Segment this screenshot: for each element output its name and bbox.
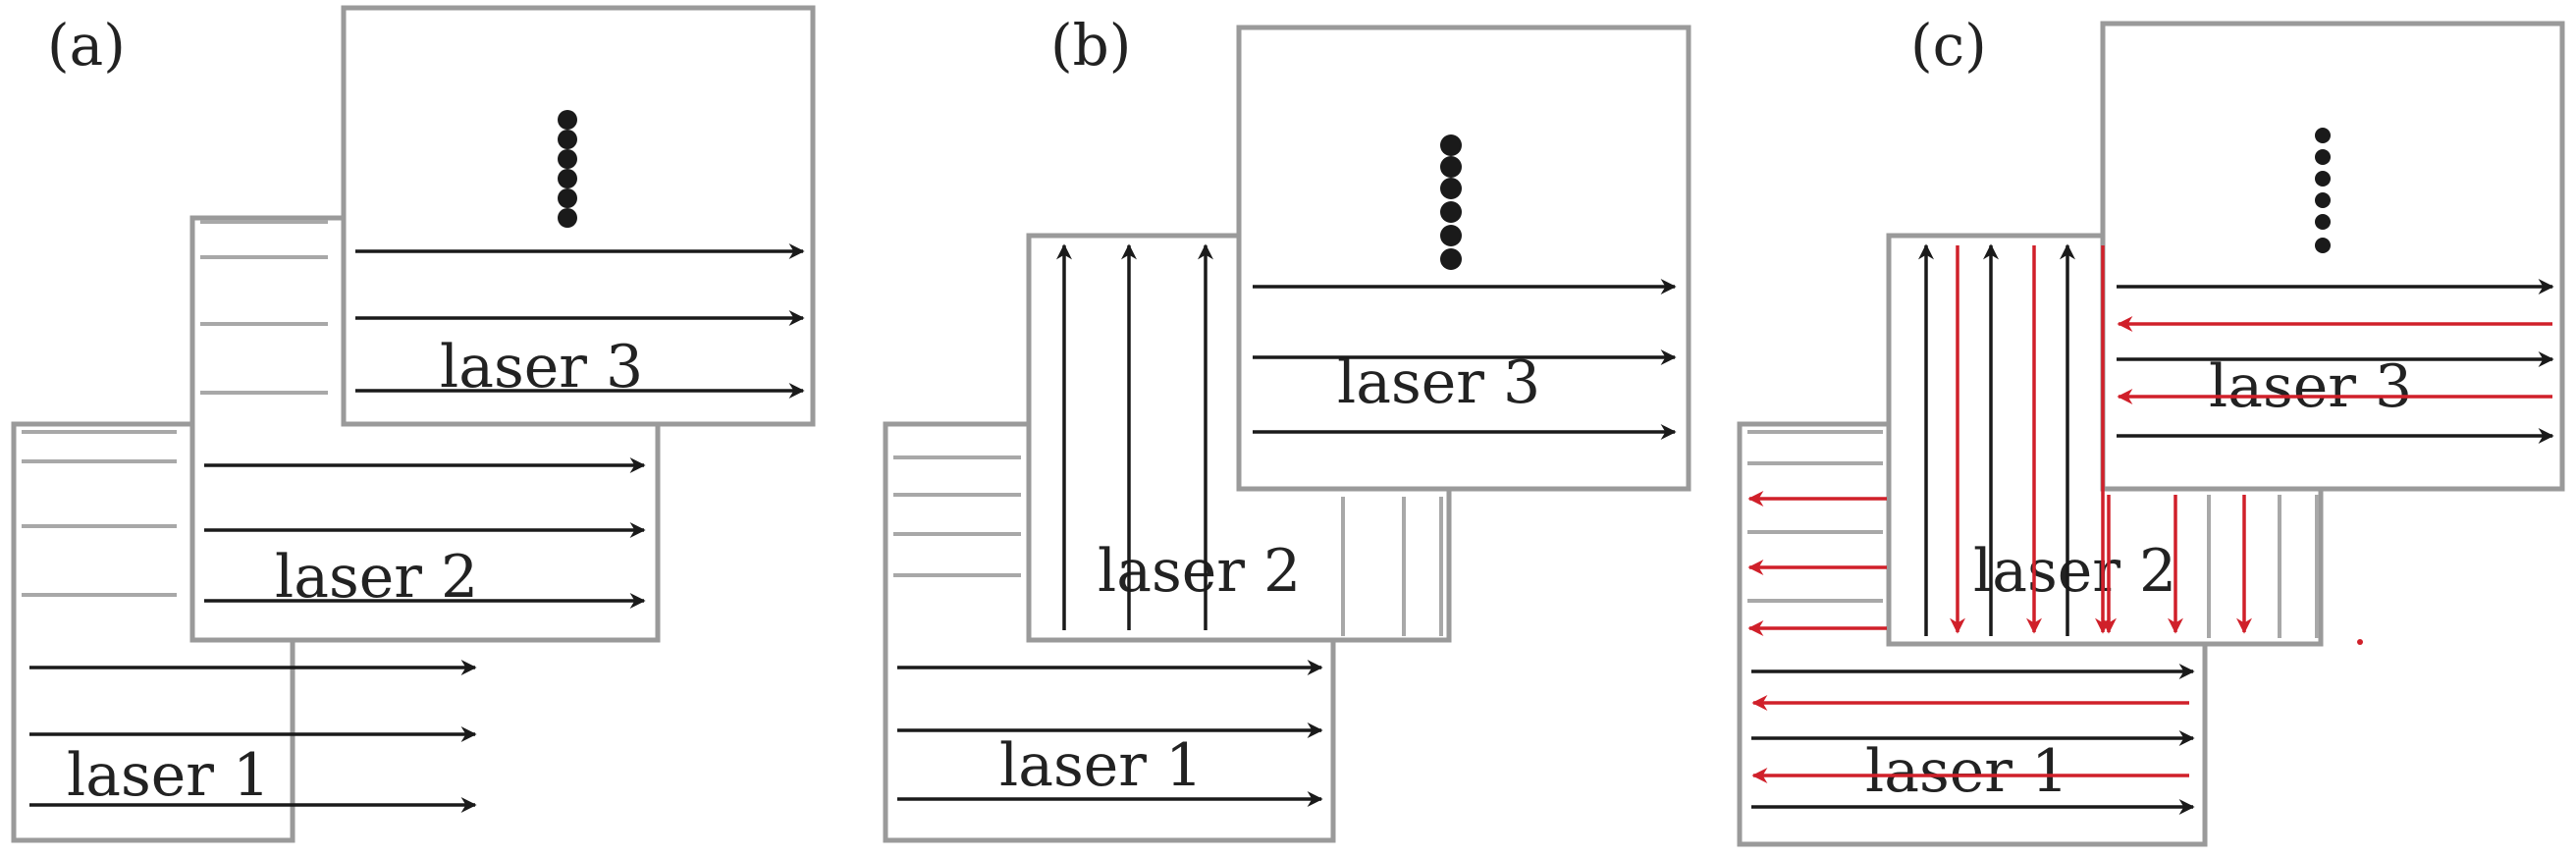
printed-dot <box>558 149 577 169</box>
printed-dot <box>2315 128 2331 143</box>
panel-b: (b) laser 1 laser 2 laser 3 <box>883 12 1691 843</box>
printed-dot <box>1440 225 1462 246</box>
panel-c-label: (c) <box>1910 12 1987 79</box>
printed-dot <box>1440 178 1462 199</box>
printed-dot <box>558 110 577 130</box>
panel-a: (a) laser 1 laser 2 laser 3 <box>11 5 816 843</box>
slab-frame <box>2100 21 2565 492</box>
printed-dot <box>2315 149 2331 165</box>
panel-b-laser-1-label: laser 1 <box>999 731 1203 800</box>
printed-dot <box>558 208 577 228</box>
panel-b-laser-3-label: laser 3 <box>1337 348 1540 417</box>
scan-geometry <box>22 110 2554 815</box>
panel-c-laser-3-label: laser 3 <box>2209 352 2412 421</box>
printed-dot <box>2315 192 2331 208</box>
printed-dot <box>2315 171 2331 187</box>
panel-a-label: (a) <box>47 12 126 79</box>
panel-c: (c) laser 1 laser 2 laser 3 <box>1737 12 2565 847</box>
panel-b-label: (b) <box>1050 12 1131 79</box>
printed-dot <box>558 188 577 208</box>
panel-b-laser-2-label: laser 2 <box>1098 537 1301 606</box>
printed-dot <box>558 130 577 149</box>
panel-c-laser-2-label: laser 2 <box>1973 537 2176 606</box>
printed-dot <box>2315 238 2331 253</box>
panel-a-laser-1-label: laser 1 <box>67 741 270 810</box>
red-speck <box>2357 639 2363 645</box>
printed-dot <box>1440 201 1462 223</box>
panel-b-laser-3-slab: laser 3 <box>1236 25 1691 492</box>
slab-frame <box>1236 25 1691 492</box>
printed-dot <box>2315 214 2331 230</box>
printed-dot <box>558 169 577 188</box>
panel-a-laser-3-slab: laser 3 <box>341 5 816 427</box>
panel-c-laser-1-label: laser 1 <box>1865 737 2068 806</box>
slab-frame <box>341 5 816 427</box>
printed-dot <box>1440 156 1462 178</box>
printed-dot <box>1440 134 1462 156</box>
printed-dot <box>1440 248 1462 270</box>
panel-c-laser-3-slab: laser 3 <box>2100 21 2565 492</box>
